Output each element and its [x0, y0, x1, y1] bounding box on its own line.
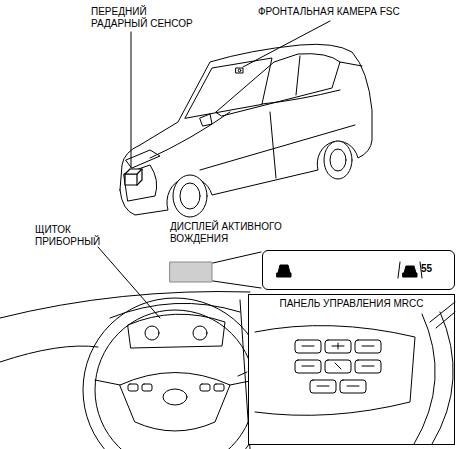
car-drawing-part	[173, 175, 207, 217]
dashboard-drawing-part	[145, 326, 159, 340]
car-drawing-part	[262, 90, 340, 104]
leader-line	[213, 252, 261, 263]
car-drawing-part	[185, 58, 272, 118]
dashboard-drawing-part	[128, 384, 138, 391]
dashboard-drawing-part	[95, 310, 255, 449]
car-drawing-part	[340, 62, 362, 66]
car-drawing-part	[150, 112, 230, 158]
mrcc-panel-drawing	[255, 302, 455, 444]
car-drawing-part	[296, 56, 300, 95]
part-label: ПЕРЕДНИЙ РАДАРНЫЙ СЕНСОР	[91, 6, 196, 30]
car-drawing-part	[216, 54, 340, 116]
car-drawing-part	[120, 44, 372, 215]
display-icons-part	[403, 266, 417, 277]
radar-sensor-part	[125, 169, 142, 174]
dashboard-drawing-part	[193, 326, 207, 340]
dashboard-drawing-part	[0, 292, 250, 318]
dashboard-drawing-part	[142, 384, 152, 391]
leader-line	[131, 32, 132, 168]
speed-value: 55	[421, 263, 432, 275]
leader-line	[98, 247, 160, 318]
mrcc-panel-drawing-part	[430, 302, 455, 322]
dashboard-drawing-part	[163, 389, 187, 405]
dashboard-drawing-part	[83, 298, 267, 449]
display-icons-part	[398, 262, 422, 278]
mrcc-panel-drawing-part	[414, 314, 435, 444]
car-drawing-part	[324, 141, 352, 179]
front-camera	[236, 68, 243, 73]
leader-line	[243, 21, 330, 67]
dashboard-drawing-part	[95, 380, 255, 385]
hud-display	[170, 262, 212, 282]
leader-line	[213, 281, 261, 288]
car-drawing-part	[180, 183, 200, 209]
car-drawing-part	[200, 114, 212, 126]
front-camera-part	[238, 69, 241, 72]
display-inset: 55	[262, 250, 455, 290]
car-drawing-part	[270, 112, 276, 178]
car-drawing-part	[330, 149, 346, 171]
dashboard-drawing	[0, 247, 267, 449]
part-label: ФРОНТАЛЬНАЯ КАМЕРА FSC	[258, 6, 400, 18]
radar-sensor-part	[137, 169, 142, 185]
car-drawing	[120, 21, 372, 217]
mrcc-panel-drawing-part	[255, 326, 415, 416]
radar-sensor-part	[125, 174, 137, 185]
part-label: ЩИТОК ПРИБОРНЫЙ	[35, 224, 104, 248]
mrcc-panel-drawing-part	[302, 343, 374, 386]
display-icons	[277, 262, 422, 278]
car-drawing-part	[124, 165, 157, 201]
dashboard-drawing-part	[128, 314, 225, 348]
inset-heading: ПАНЕЛЬ УПРАВЛЕНИЯ MRCC	[276, 298, 426, 310]
dashboard-drawing-part	[120, 373, 230, 432]
display-icons-part	[277, 265, 291, 277]
leader-line	[238, 372, 247, 376]
part-label: ДИСПЛЕЙ АКТИВНОГО ВОЖДЕНИЯ	[170, 221, 285, 245]
dashboard-drawing-part	[0, 346, 98, 362]
mrcc-panel-inset: ПАНЕЛЬ УПРАВЛЕНИЯ MRCC	[248, 294, 455, 445]
radar-sensor	[125, 169, 142, 185]
front-camera-part	[236, 68, 243, 73]
mrcc-panel-drawing-part	[436, 312, 455, 328]
inset-ground	[248, 294, 455, 445]
dashboard-drawing-part	[200, 384, 210, 391]
dashboard-drawing-part	[214, 384, 224, 391]
